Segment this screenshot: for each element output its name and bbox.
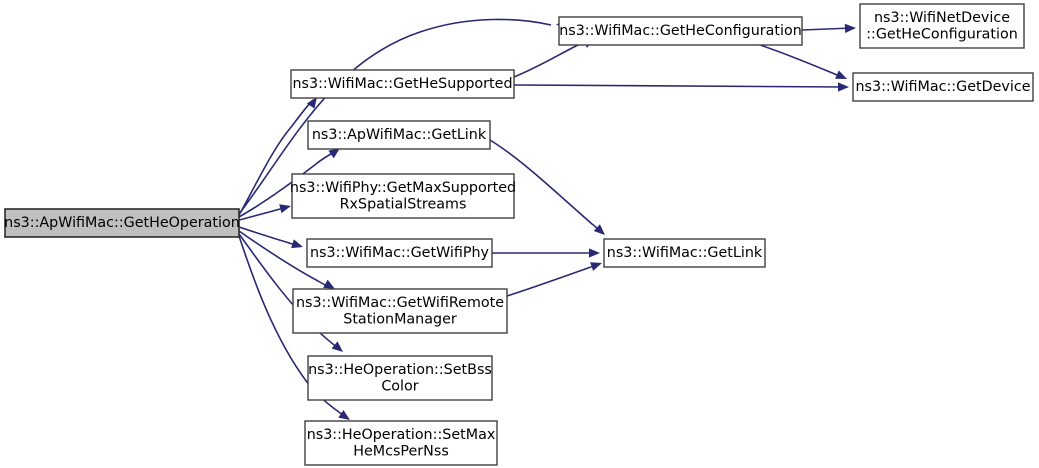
node-label-ap_get_link: ns3::ApWifiMac::GetLink xyxy=(312,127,487,143)
node-label-netdev_he_configuration-line2: ::GetHeConfiguration xyxy=(866,26,1018,42)
arrowhead-netdev_he_configuration xyxy=(844,23,856,33)
node-box-set_max_mcs[interactable] xyxy=(304,420,498,466)
node-box-set_bss_color[interactable] xyxy=(307,355,493,401)
node-label-get_wifi_phy: ns3::WifiMac::GetWifiPhy xyxy=(310,245,490,261)
node-box-netdev_he_configuration[interactable] xyxy=(859,3,1025,49)
arrowhead-mac_get_link xyxy=(589,248,600,258)
node-label-max_rx_streams-line1: ns3::WifiPhy::GetMaxSupported xyxy=(290,180,516,196)
edge-he_configuration-to-get_device xyxy=(759,44,843,78)
arrowhead-max_rx_streams xyxy=(279,204,291,214)
node-label-mac_get_link: ns3::WifiMac::GetLink xyxy=(607,245,763,261)
nodes-layer: ns3::ApWifiMac::GetHeOperationns3::WifiM… xyxy=(4,3,1034,466)
node-label-set_bss_color-line2: Color xyxy=(381,378,418,394)
node-get_wifi_phy[interactable]: ns3::WifiMac::GetWifiPhy xyxy=(306,238,493,268)
node-mac_get_link[interactable]: ns3::WifiMac::GetLink xyxy=(603,238,766,268)
edge-he_configuration-to-netdev_he_configuration xyxy=(801,27,853,31)
arrowhead-ap_get_link xyxy=(328,148,340,159)
node-box-remote_station_manager[interactable] xyxy=(292,288,508,334)
node-label-he_supported: ns3::WifiMac::GetHeSupported xyxy=(292,76,512,92)
arrowhead-mac_get_link xyxy=(590,262,602,271)
node-box-he_configuration[interactable] xyxy=(558,16,803,46)
arrowhead-set_bss_color xyxy=(331,341,343,352)
node-label-max_rx_streams-line2: RxSpatialStreams xyxy=(340,196,467,212)
node-max_rx_streams[interactable]: ns3::WifiPhy::GetMaxSupportedRxSpatialSt… xyxy=(290,173,516,219)
node-box-get_device[interactable] xyxy=(852,72,1034,102)
node-label-remote_station_manager-line1: ns3::WifiMac::GetWifiRemote xyxy=(296,295,504,311)
node-label-set_max_mcs-line1: ns3::HeOperation::SetMax xyxy=(307,427,496,443)
arrowhead-he_supported xyxy=(306,97,317,109)
node-he_supported[interactable]: ns3::WifiMac::GetHeSupported xyxy=(290,69,515,99)
arrowhead-get_wifi_phy xyxy=(291,239,303,249)
node-box-mac_get_link[interactable] xyxy=(603,238,766,268)
edge-root-to-set_max_mcs xyxy=(238,235,347,418)
node-ap_get_link[interactable]: ns3::ApWifiMac::GetLink xyxy=(307,120,491,150)
node-box-get_wifi_phy[interactable] xyxy=(306,238,493,268)
node-label-he_configuration: ns3::WifiMac::GetHeConfiguration xyxy=(559,23,802,39)
node-label-remote_station_manager-line2: StationManager xyxy=(343,311,457,327)
node-label-root: ns3::ApWifiMac::GetHeOperation xyxy=(4,215,240,231)
node-he_configuration[interactable]: ns3::WifiMac::GetHeConfiguration xyxy=(558,16,803,46)
edge-remote_station_manager-to-mac_get_link xyxy=(506,263,599,297)
node-label-netdev_he_configuration-line1: ns3::WifiNetDevice xyxy=(874,10,1010,26)
node-get_device[interactable]: ns3::WifiMac::GetDevice xyxy=(852,72,1034,102)
arrowhead-set_max_mcs xyxy=(338,410,350,420)
node-netdev_he_configuration[interactable]: ns3::WifiNetDevice::GetHeConfiguration xyxy=(859,3,1025,49)
arrowhead-remote_station_manager xyxy=(323,279,335,289)
edge-he_supported-to-get_device xyxy=(513,84,846,88)
arrowhead-get_device xyxy=(835,70,847,79)
node-label-get_device: ns3::WifiMac::GetDevice xyxy=(855,79,1030,95)
node-box-ap_get_link[interactable] xyxy=(307,120,491,150)
edge-root-to-he_configuration xyxy=(238,18,552,215)
node-box-max_rx_streams[interactable] xyxy=(291,173,515,219)
node-label-set_max_mcs-line2: HeMcsPerNss xyxy=(353,443,449,459)
node-remote_station_manager[interactable]: ns3::WifiMac::GetWifiRemoteStationManage… xyxy=(292,288,508,334)
node-box-he_supported[interactable] xyxy=(290,69,515,99)
edge-root-to-ap_get_link xyxy=(238,150,337,218)
arrowhead-get_device xyxy=(838,82,849,92)
node-label-set_bss_color-line1: ns3::HeOperation::SetBss xyxy=(308,362,492,378)
node-box-root[interactable] xyxy=(4,208,240,238)
arrowhead-mac_get_link xyxy=(593,224,605,235)
node-root[interactable]: ns3::ApWifiMac::GetHeOperation xyxy=(4,208,240,238)
edge-root-to-he_supported xyxy=(238,99,314,216)
